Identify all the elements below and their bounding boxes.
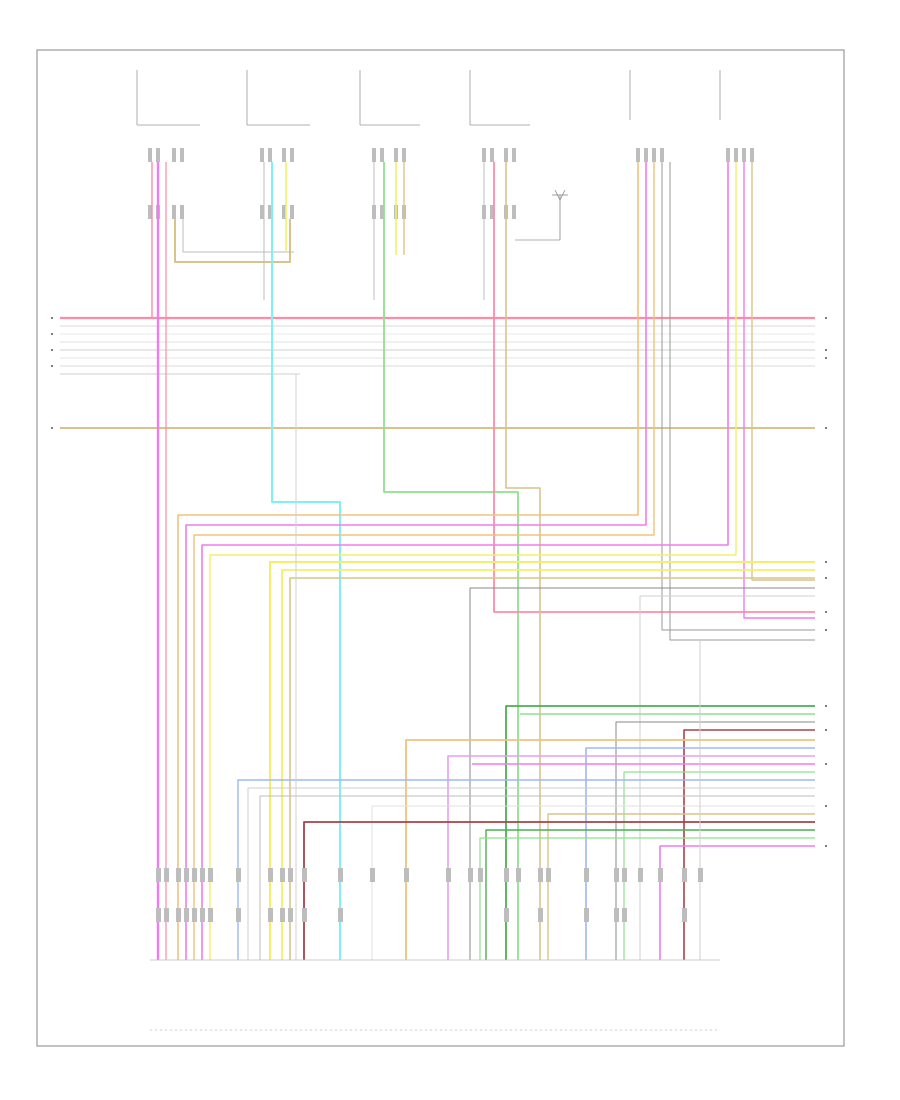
top-connector-6	[719, 70, 754, 162]
top-connector-1	[136, 70, 200, 219]
top-connector-5	[629, 70, 664, 162]
left-edge-terminals	[51, 317, 53, 429]
top-connector-4	[469, 70, 568, 241]
bottom-connector-row	[150, 868, 720, 1031]
bus-lines	[60, 316, 815, 429]
diagram-frame	[36, 49, 845, 1047]
right-edge-terminals	[825, 317, 827, 847]
top-connector-3	[359, 70, 420, 219]
top-connector-2	[246, 70, 310, 219]
wire-runs	[151, 162, 815, 960]
